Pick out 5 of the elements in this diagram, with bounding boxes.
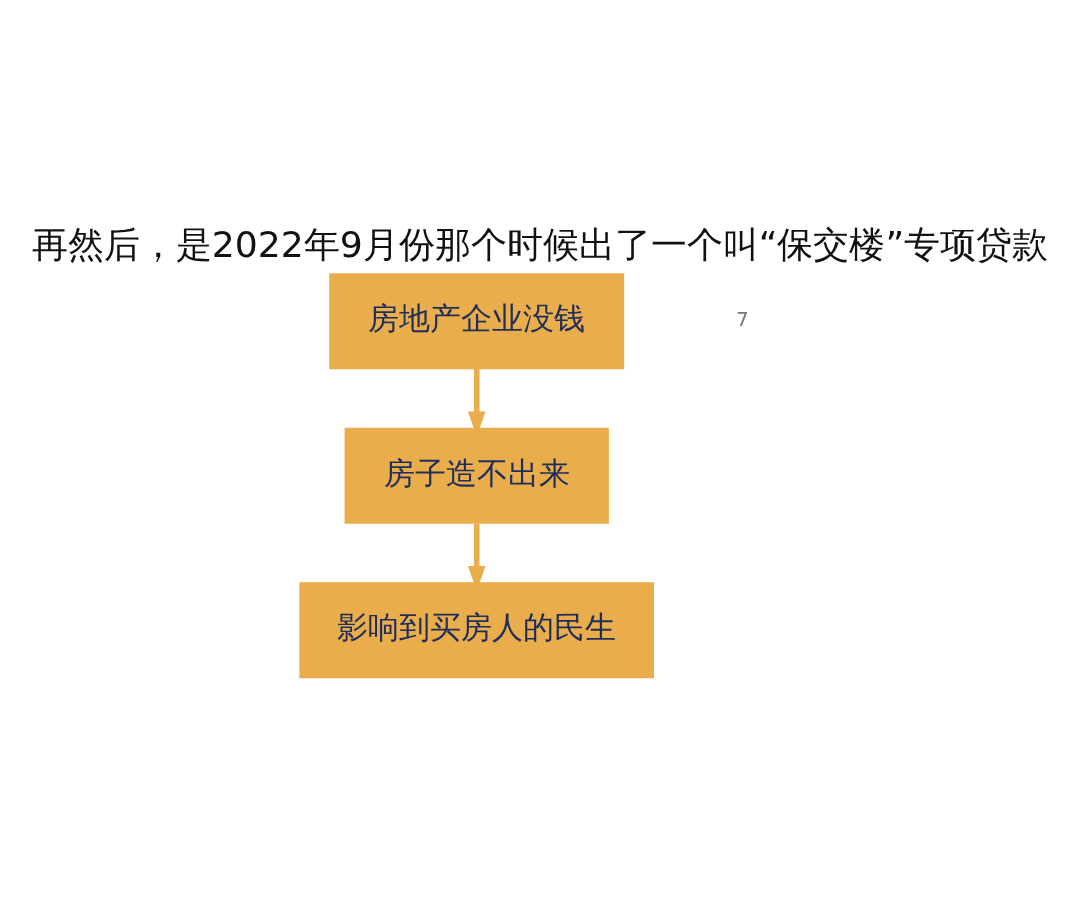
node-box: 影响到买房人的民生 bbox=[299, 581, 655, 678]
diagram-title: 再然后，是2022年9月份那个时候出了一个叫“保交楼”专项贷款 bbox=[31, 222, 1049, 266]
node-box: 房地产企业没钱 bbox=[329, 272, 625, 369]
label: 7 bbox=[736, 307, 749, 331]
node-box: 房子造不出来 bbox=[344, 427, 609, 524]
